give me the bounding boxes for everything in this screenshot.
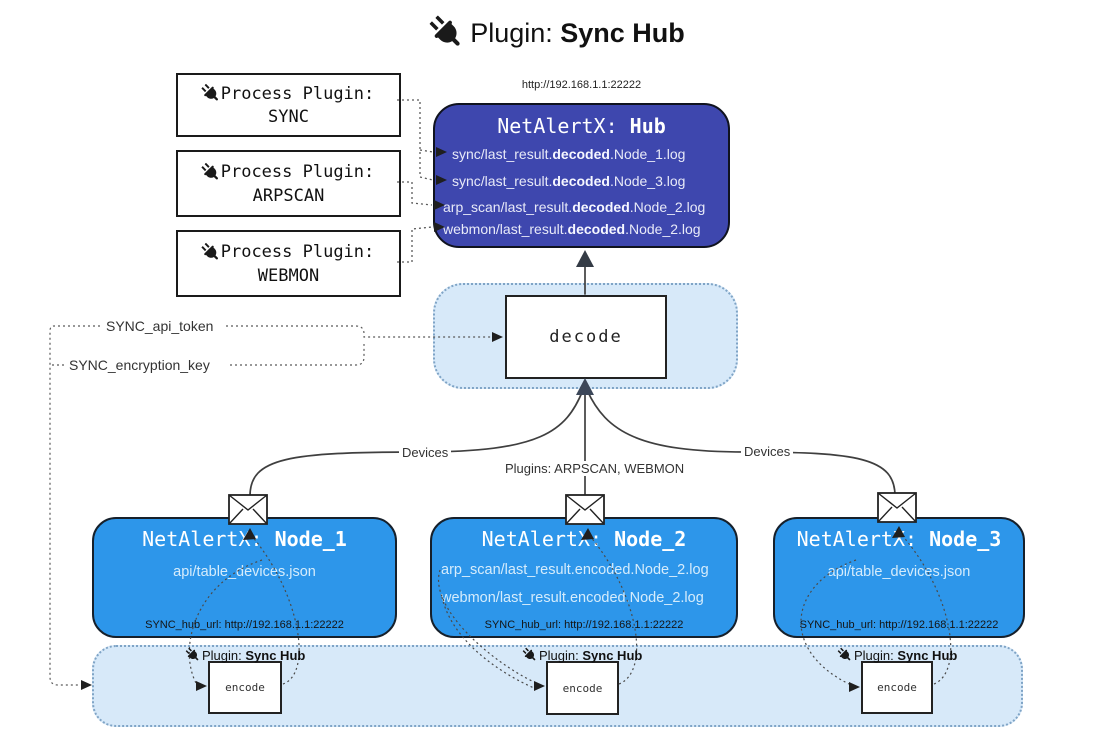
plug-icon xyxy=(520,645,540,665)
process-plugin-label: Process Plugin: xyxy=(220,83,375,104)
plug-icon xyxy=(423,9,471,57)
band-plugin-label: Plugin: Sync Hub xyxy=(524,647,642,663)
plug-icon xyxy=(183,645,203,665)
node-title: NetAlertX: Node_3 xyxy=(796,527,1002,551)
encode-label: encode xyxy=(877,681,917,694)
node-hub-url: SYNC_hub_url: http://192.168.1.1:22222 xyxy=(145,619,344,631)
node-1-box: NetAlertX: Node_1 api/table_devices.json… xyxy=(92,517,397,638)
process-plugin-label: Process Plugin: xyxy=(220,162,375,182)
node-title: NetAlertX: Node_2 xyxy=(481,527,687,551)
hub-log-line: sync/last_result.decoded.Node_1.log xyxy=(452,146,686,162)
devices-right-label: Devices xyxy=(741,444,794,459)
hub-box: NetAlertX: Hub sync/last_result.decoded.… xyxy=(433,103,730,248)
encode-box-2: encode xyxy=(546,661,619,715)
process-plugin-name: ARPSCAN xyxy=(252,185,325,206)
link-webmon-hub xyxy=(397,226,433,263)
hub-title: NetAlertX: Hub xyxy=(497,114,666,138)
process-plugin-sync: Process Plugin: SYNC xyxy=(176,73,401,137)
process-plugin-name: WEBMON xyxy=(257,265,320,286)
node-file: arp_scan/last_result.encoded.Node_2.log xyxy=(441,562,709,578)
band-plugin-label: Plugin: Sync Hub xyxy=(187,647,305,663)
process-plugin-webmon: Process Plugin: WEBMON xyxy=(176,230,401,297)
envelope-icon xyxy=(877,492,917,523)
node-file: api/table_devices.json xyxy=(173,564,316,580)
edge-node3-decode xyxy=(586,389,896,497)
decode-label: decode xyxy=(549,327,623,347)
node-file: api/table_devices.json xyxy=(827,564,971,580)
envelope-icon xyxy=(565,494,605,525)
node-title: NetAlertX: Node_1 xyxy=(142,527,347,551)
page-title: Plugin: Sync Hub xyxy=(0,14,1117,52)
link-key-join xyxy=(230,344,365,366)
devices-left-label: Devices xyxy=(399,445,452,460)
link-arpscan-hub xyxy=(397,181,433,206)
link-sync-hub xyxy=(397,99,434,181)
sync-encryption-key-label: SYNC_encryption_key xyxy=(66,357,213,373)
sync-api-token-label: SYNC_api_token xyxy=(103,318,217,334)
envelope-icon xyxy=(228,494,268,525)
node-file: webmon/last_result.encoded.Node_2.log xyxy=(441,590,704,606)
plug-icon xyxy=(835,645,855,665)
node-hub-url: SYNC_hub_url: http://192.168.1.1:22222 xyxy=(484,619,684,631)
encode-box-3: encode xyxy=(861,661,933,714)
process-plugin-name: SYNC xyxy=(268,107,309,127)
process-plugin-label: Process Plugin: xyxy=(220,242,375,262)
page-title-text: Plugin: Sync Hub xyxy=(470,17,685,48)
decode-box: decode xyxy=(505,295,667,379)
plugins-edge-label: Plugins: ARPSCAN, WEBMON xyxy=(502,461,688,476)
hub-log-line: sync/last_result.decoded.Node_3.log xyxy=(452,173,686,189)
hub-log-line: webmon/last_result.decoded.Node_2.log xyxy=(443,221,701,237)
node-2-box: NetAlertX: Node_2 arp_scan/last_result.e… xyxy=(430,517,738,638)
process-plugin-arpscan: Process Plugin: ARPSCAN xyxy=(176,150,401,217)
node-3-box: NetAlertX: Node_3 api/table_devices.json… xyxy=(773,517,1025,638)
edge-node1-decode xyxy=(249,389,584,497)
encode-label: encode xyxy=(562,681,603,695)
band-plugin-label: Plugin: Sync Hub xyxy=(839,647,957,663)
hub-log-line: arp_scan/last_result.decoded.Node_2.log xyxy=(443,199,706,215)
hub-url-label: http://192.168.1.1:22222 xyxy=(521,79,642,91)
node-hub-url: SYNC_hub_url: http://192.168.1.1:22222 xyxy=(799,619,999,631)
encode-label: encode xyxy=(225,681,265,694)
encode-box-1: encode xyxy=(208,661,282,714)
link-settings-band xyxy=(49,325,100,686)
